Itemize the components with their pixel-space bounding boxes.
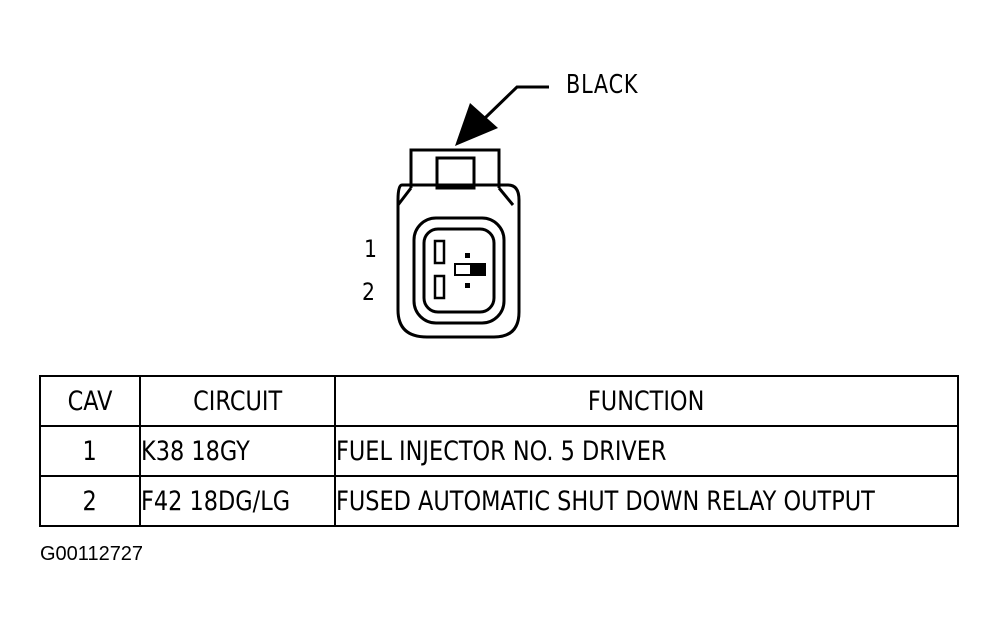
- table-row: 1 K38 18GY FUEL INJECTOR NO. 5 DRIVER: [39, 425, 959, 477]
- pinout-table: CAV CIRCUIT FUNCTION 1 K38 18GY FUEL INJ…: [39, 375, 959, 527]
- cavity-1: [433, 239, 446, 265]
- cell-cav: 2: [39, 475, 141, 527]
- table-row: 2 F42 18DG/LG FUSED AUTOMATIC SHUT DOWN …: [39, 475, 959, 527]
- cell-function: FUSED AUTOMATIC SHUT DOWN RELAY OUTPUT: [334, 475, 959, 527]
- table-header-row: CAV CIRCUIT FUNCTION: [39, 375, 959, 427]
- connector-color-label: BLACK: [566, 70, 639, 100]
- pin-label-1: 1: [364, 235, 377, 263]
- figure-id: G00112727: [40, 543, 144, 565]
- connector-key: [454, 253, 486, 288]
- header-cav: CAV: [39, 375, 141, 427]
- cell-cav: 1: [39, 425, 141, 477]
- connector-body: [396, 148, 521, 339]
- cell-function: FUEL INJECTOR NO. 5 DRIVER: [334, 425, 959, 477]
- header-function: FUNCTION: [334, 375, 959, 427]
- callout-arrowhead: [455, 103, 498, 146]
- cell-circuit: F42 18DG/LG: [139, 475, 336, 527]
- callout-leader-line: [483, 85, 549, 120]
- pin-label-2: 2: [362, 278, 375, 306]
- cell-circuit: K38 18GY: [139, 425, 336, 477]
- header-circuit: CIRCUIT: [139, 375, 336, 427]
- cavity-2: [433, 274, 446, 300]
